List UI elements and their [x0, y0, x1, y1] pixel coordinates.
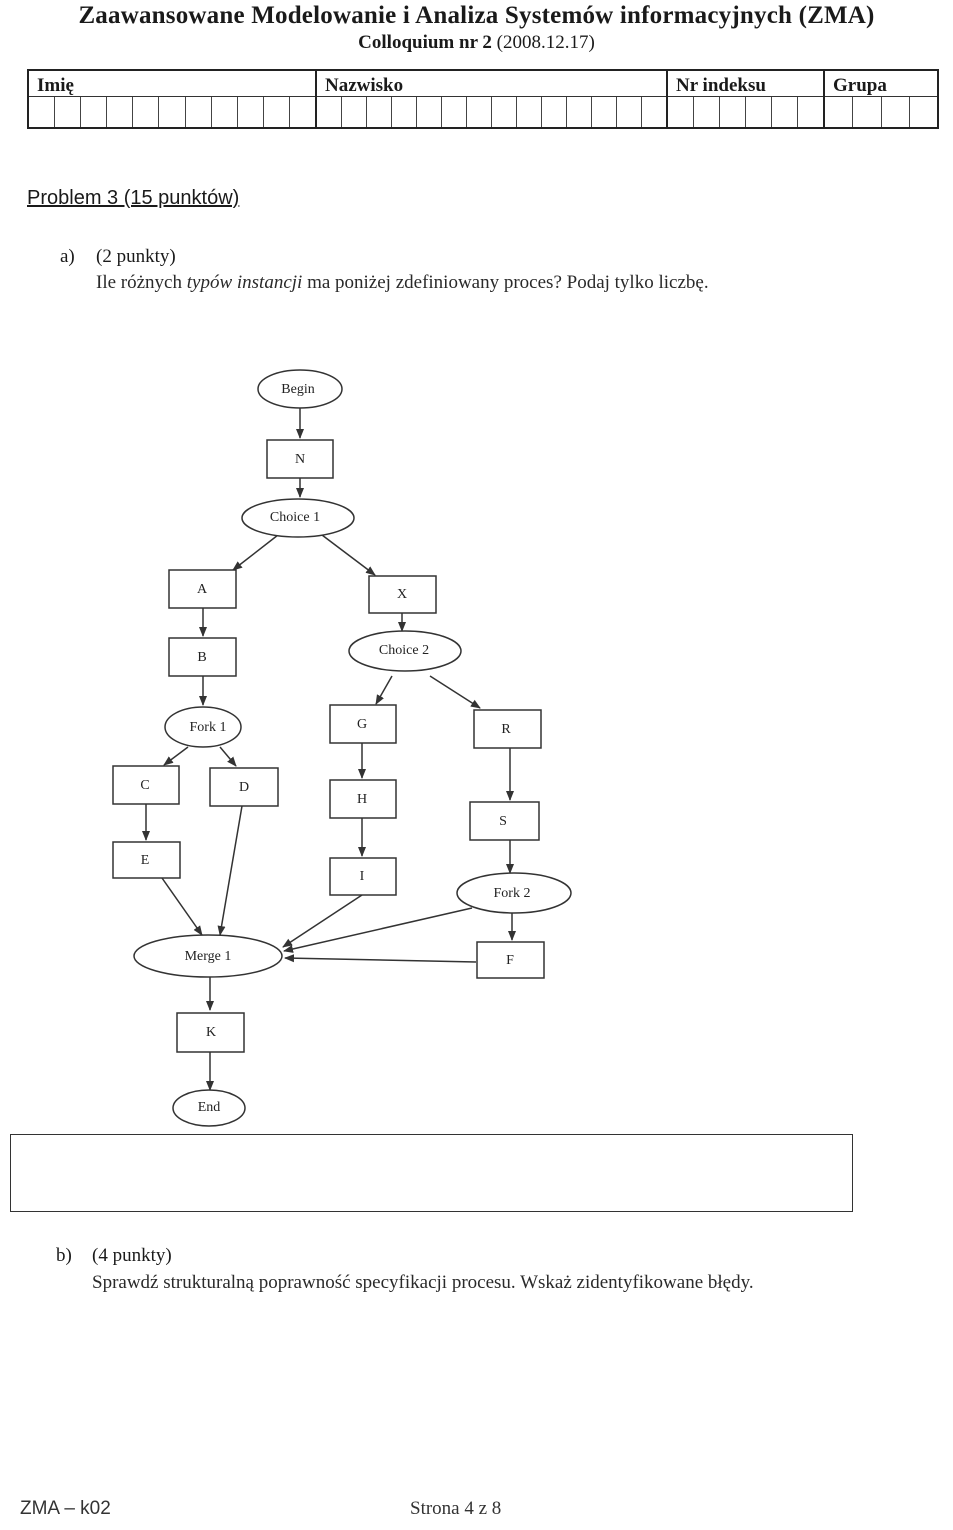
fork2-node	[456, 872, 572, 914]
choice1-label: Choice 1	[270, 510, 320, 525]
edge-d-merge1	[217, 805, 243, 936]
fork1-node	[164, 706, 242, 748]
s-node	[469, 801, 540, 841]
edge-e-merge1	[161, 877, 203, 936]
part-a-text-end: ma poniżej zdefiniowany proces? Podaj ty…	[302, 272, 709, 293]
choice1-node	[241, 498, 355, 538]
b-label: B	[197, 650, 206, 665]
g-node	[329, 704, 397, 744]
choice2-node	[348, 630, 462, 672]
f-label: F	[506, 953, 514, 968]
begin-label: Begin	[281, 382, 314, 397]
document-subtitle: Colloquium nr 2 (2008.12.17)	[0, 32, 953, 54]
edge-choice2-g	[375, 675, 393, 705]
document-title: Zaawansowane Modelowanie i Analiza Syste…	[78, 2, 875, 29]
d-node	[209, 767, 279, 807]
part-b-points: (4 punkty)	[92, 1245, 172, 1266]
edge-fork1-d	[219, 746, 237, 767]
problem-title: Problem 3 (15 punktów)	[27, 187, 240, 209]
part-a-label: a)	[60, 246, 75, 267]
last-name-boxes[interactable]	[317, 96, 666, 127]
merge1-node	[133, 934, 283, 978]
r-label: R	[501, 722, 511, 737]
h-label: H	[357, 792, 367, 807]
h-node	[329, 779, 397, 819]
edge-fork1-c	[163, 746, 189, 766]
d-label: D	[239, 780, 249, 795]
merge1-label: Merge 1	[185, 949, 232, 964]
r-node	[473, 709, 542, 749]
edge-fork2-merge1	[283, 907, 473, 953]
last-name-column: Nazwisko	[315, 71, 666, 127]
group-column: Grupa	[823, 71, 937, 127]
a-label: A	[197, 582, 208, 597]
first-name-boxes[interactable]	[29, 96, 315, 127]
n-node	[266, 439, 334, 479]
part-b-label: b)	[56, 1245, 72, 1266]
x-node	[368, 575, 437, 614]
f-node	[476, 941, 545, 979]
x-label: X	[397, 587, 407, 602]
answer-box-a[interactable]	[10, 1134, 853, 1212]
colloquium-number: Colloquium nr 2	[358, 32, 492, 53]
i-node	[329, 857, 397, 896]
i-label: I	[360, 869, 365, 884]
diagram-edges	[142, 408, 516, 1091]
group-boxes[interactable]	[825, 96, 937, 127]
fork2-label: Fork 2	[494, 886, 531, 901]
process-diagram: Begin N Choice 1 A B Fork 1 C D E X Choi…	[112, 369, 572, 1127]
last-name-label: Nazwisko	[325, 75, 404, 96]
choice2-label: Choice 2	[379, 643, 429, 658]
e-node	[112, 841, 181, 879]
edge-f-merge1	[284, 954, 477, 963]
part-a-text-start: Ile różnych	[96, 272, 187, 293]
edge-choice1-x	[321, 534, 376, 576]
fork1-label: Fork 1	[190, 720, 227, 735]
part-a-text-italic: typów instancji	[186, 272, 303, 293]
end-label: End	[198, 1100, 221, 1115]
index-number-column: Nr indeksu	[666, 71, 823, 127]
n-label: N	[295, 452, 305, 467]
part-b-question: Sprawdź strukturalną poprawność specyfik…	[92, 1272, 754, 1293]
s-label: S	[499, 814, 507, 829]
index-number-boxes[interactable]	[668, 96, 823, 127]
part-a-question: Ile różnych typów instancji ma poniżej z…	[96, 270, 896, 296]
edge-choice2-r	[429, 675, 481, 709]
edge-choice1-a	[232, 534, 279, 571]
c-label: C	[140, 778, 149, 793]
k-label: K	[206, 1025, 216, 1040]
part-a-points: (2 punkty)	[96, 246, 176, 267]
student-id-table: Imię Nazwisko Nr indeksu Grupa	[27, 69, 939, 129]
footer-course-code: ZMA – k02	[20, 1498, 111, 1519]
c-node	[112, 765, 180, 805]
begin-node	[257, 369, 343, 409]
group-label: Grupa	[833, 75, 887, 96]
g-label: G	[357, 717, 367, 732]
e-label: E	[141, 853, 150, 868]
edge-i-merge1	[282, 894, 363, 948]
first-name-column: Imię	[29, 71, 315, 127]
index-number-label: Nr indeksu	[676, 75, 766, 96]
k-node	[176, 1012, 245, 1053]
first-name-label: Imię	[37, 75, 74, 96]
footer-page-number: Strona 4 z 8	[410, 1498, 502, 1519]
colloquium-date: (2008.12.17)	[496, 32, 595, 53]
b-node	[168, 637, 237, 677]
a-node	[168, 569, 237, 609]
end-node	[172, 1089, 246, 1127]
